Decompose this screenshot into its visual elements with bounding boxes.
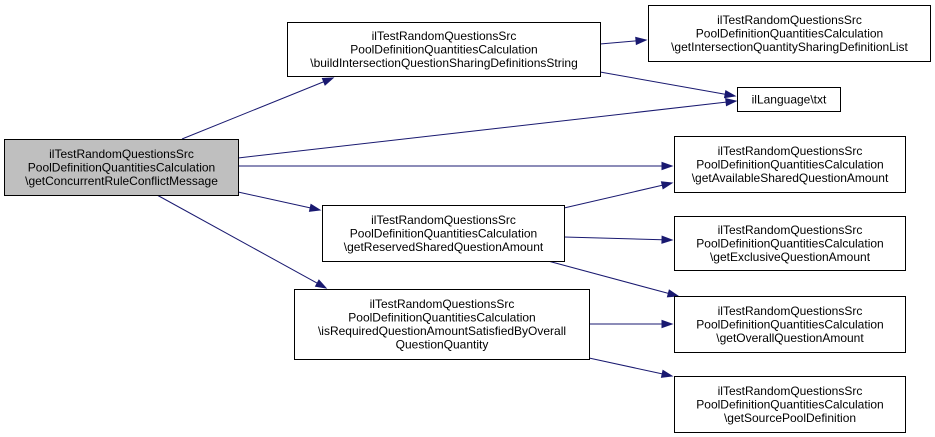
nodes-layer: ilTestRandomQuestionsSrcPoolDefinitionQu… [4,5,931,433]
node-box[interactable] [287,22,601,77]
edge-line [563,184,663,209]
node-getSourcePoolDefinition[interactable]: ilTestRandomQuestionsSrcPoolDefinitionQu… [674,376,906,433]
node-label-line: \getOverallQuestionAmount [716,331,864,345]
node-label-line: PoolDefinitionQuantitiesCalculation [696,26,883,40]
edge-getConcurrentRuleConflictMessage-to-buildIntersectionQuestionSharingDefinitionsString [181,77,335,140]
node-label-line: ilTestRandomQuestionsSrc [718,384,863,398]
node-label-line: PoolDefinitionQuantitiesCalculation [696,397,883,411]
node-label-line: ilTestRandomQuestionsSrc [370,297,515,311]
node-label-line: \getAvailableSharedQuestionAmount [692,171,889,185]
node-label-line: QuestionQuantity [396,338,489,352]
edge-getConcurrentRuleConflictMessage-to-getReservedSharedQuestionAmount [237,191,322,212]
node-label-line: ilLanguage\txt [752,92,827,106]
node-label-line: ilTestRandomQuestionsSrc [717,13,862,27]
edge-arrowhead [661,319,674,329]
node-label-line: PoolDefinitionQuantitiesCalculation [350,42,537,56]
node-label-line: ilTestRandomQuestionsSrc [718,144,863,158]
edge-arrowhead [660,369,674,378]
node-box[interactable] [737,87,841,112]
node-box[interactable] [674,296,906,353]
edge-getConcurrentRuleConflictMessage-to-isRequiredQuestionAmountSatisfiedByOverallQuestionQuantity [156,194,328,289]
edge-line [237,191,311,209]
edge-line [547,260,669,294]
node-label-line: \isRequiredQuestionAmountSatisfiedByOver… [318,324,566,338]
node-label-line: PoolDefinitionQuantitiesCalculation [350,226,537,240]
edge-getConcurrentRuleConflictMessage-to-getAvailableSharedQuestionAmount [238,161,674,171]
edge-buildIntersectionQuestionSharingDefinitionsString-to-txt [599,71,737,99]
node-label-line: \getConcurrentRuleConflictMessage [25,174,218,188]
node-buildIntersectionQuestionSharingDefinitionsString[interactable]: ilTestRandomQuestionsSrcPoolDefinitionQu… [287,22,601,77]
node-label-line: ilTestRandomQuestionsSrc [49,147,194,161]
edge-line [237,101,727,159]
node-box[interactable] [322,205,565,262]
node-isRequiredQuestionAmountSatisfiedByOverallQuestionQuantity[interactable]: ilTestRandomQuestionsSrcPoolDefinitionQu… [294,289,590,360]
node-box[interactable] [674,136,906,193]
edge-arrowhead [660,181,674,190]
node-getOverallQuestionAmount[interactable]: ilTestRandomQuestionsSrcPoolDefinitionQu… [674,296,906,353]
edge-getReservedSharedQuestionAmount-to-getAvailableSharedQuestionAmount [563,181,674,209]
edge-line [599,71,726,95]
edge-arrowhead [661,235,674,244]
edge-getReservedSharedQuestionAmount-to-getOverallQuestionAmount [547,260,680,298]
edge-arrowhead [661,161,674,171]
node-label-line: PoolDefinitionQuantitiesCalculation [696,157,883,171]
edge-isRequiredQuestionAmountSatisfiedByOverallQuestionQuantity-to-getOverallQuestionAmount [589,319,674,329]
edge-line [563,236,663,241]
edge-line [588,357,663,375]
node-label-line: \buildIntersectionQuestionSharingDefinit… [310,56,578,70]
edge-arrowhead [308,203,322,212]
edge-line [181,81,324,140]
edge-buildIntersectionQuestionSharingDefinitionsString-to-getIntersectionQuantitySharingDefinitionList [599,36,648,46]
node-label-line: \getReservedSharedQuestionAmount [344,240,544,254]
node-label-line: PoolDefinitionQuantitiesCalculation [28,160,215,174]
node-label-line: ilTestRandomQuestionsSrc [371,213,516,227]
node-label-line: PoolDefinitionQuantitiesCalculation [348,311,535,325]
node-box[interactable] [674,216,906,271]
node-label-line: ilTestRandomQuestionsSrc [718,223,863,237]
node-label-line: PoolDefinitionQuantitiesCalculation [696,317,883,331]
node-getConcurrentRuleConflictMessage[interactable]: ilTestRandomQuestionsSrcPoolDefinitionQu… [4,139,239,196]
node-getIntersectionQuantitySharingDefinitionList[interactable]: ilTestRandomQuestionsSrcPoolDefinitionQu… [648,5,931,62]
node-label-line: ilTestRandomQuestionsSrc [718,304,863,318]
node-getAvailableSharedQuestionAmount[interactable]: ilTestRandomQuestionsSrcPoolDefinitionQu… [674,136,906,193]
node-label-line: \getExclusiveQuestionAmount [710,250,871,264]
edge-arrowhead [314,279,328,289]
node-label-line: \getIntersectionQuantitySharingDefinitio… [671,40,908,54]
edge-arrowhead [666,289,680,298]
edge-line [599,40,637,45]
edge-getReservedSharedQuestionAmount-to-getExclusiveQuestionAmount [563,235,674,244]
edge-arrowhead [635,36,648,46]
node-box[interactable] [648,5,931,62]
node-getExclusiveQuestionAmount[interactable]: ilTestRandomQuestionsSrcPoolDefinitionQu… [674,216,906,271]
node-box[interactable] [674,376,906,433]
edge-getConcurrentRuleConflictMessage-to-txt [237,98,738,159]
edge-arrowhead [725,98,738,107]
node-box[interactable] [294,289,590,360]
node-txt[interactable]: ilLanguage\txt [737,87,841,112]
edges-layer [156,36,738,378]
node-getReservedSharedQuestionAmount[interactable]: ilTestRandomQuestionsSrcPoolDefinitionQu… [322,205,565,262]
node-label-line: PoolDefinitionQuantitiesCalculation [696,236,883,250]
node-box[interactable] [4,139,239,196]
edge-arrowhead [723,90,737,99]
node-label-line: ilTestRandomQuestionsSrc [372,29,517,43]
node-label-line: \getSourcePoolDefinition [724,411,856,425]
edge-arrowhead [321,77,335,86]
edge-isRequiredQuestionAmountSatisfiedByOverallQuestionQuantity-to-getSourcePoolDefinition [588,357,674,378]
edge-line [156,194,318,284]
